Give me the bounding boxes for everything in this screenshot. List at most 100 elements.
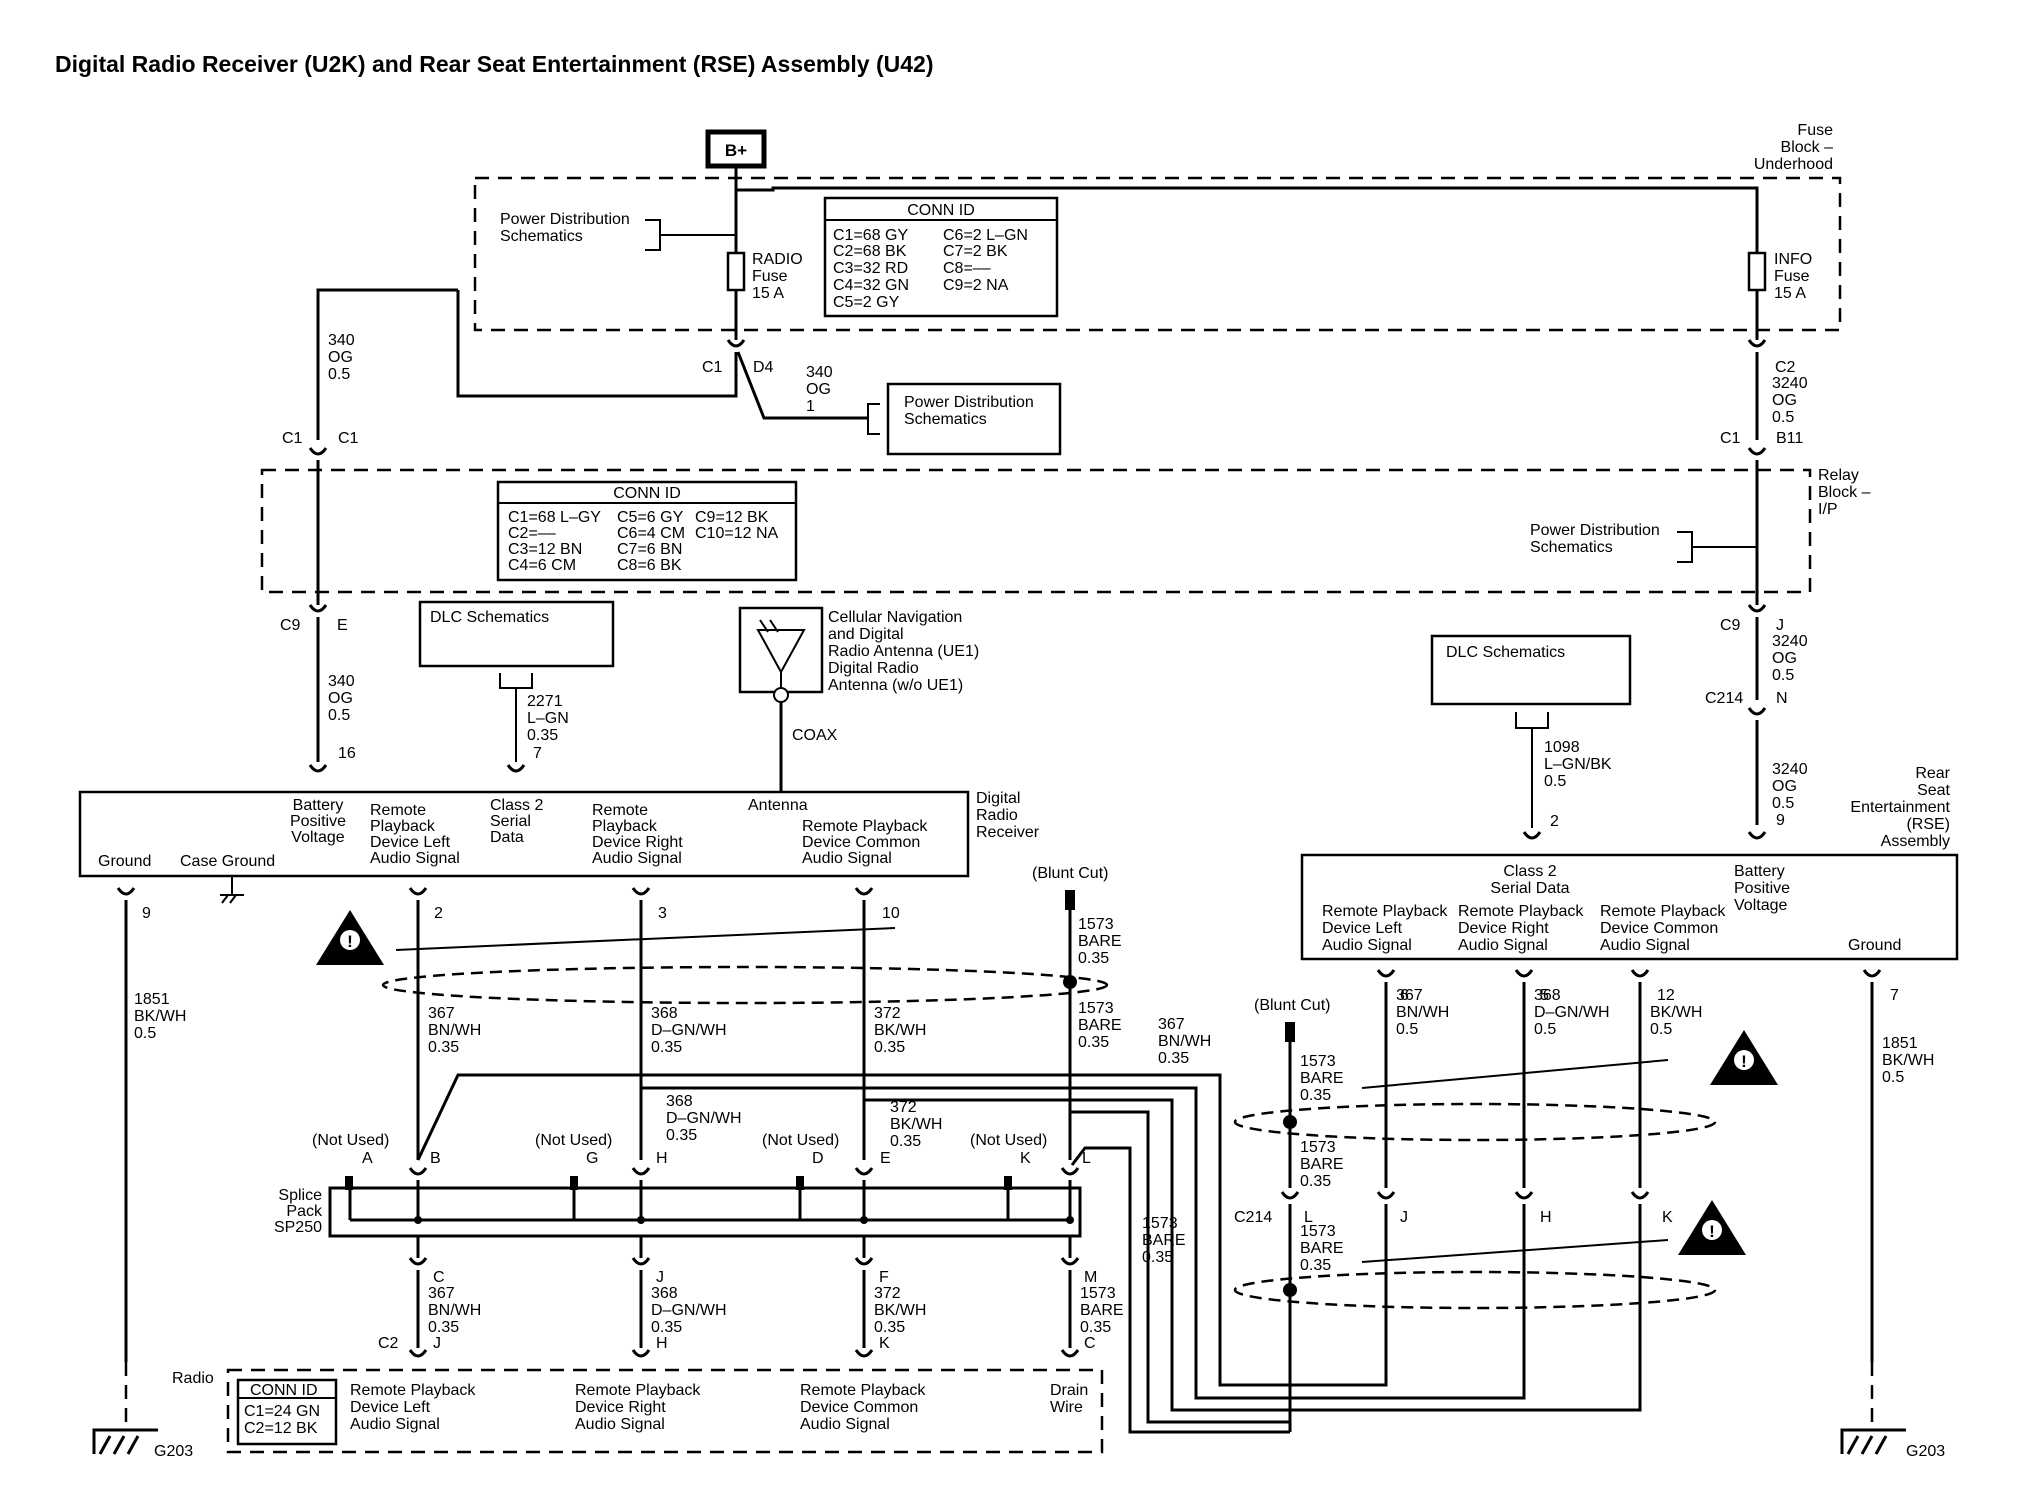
wire-372-cross-color: BK/WH (890, 1116, 942, 1133)
receiver-name-3: Receiver (976, 824, 1040, 841)
pd-mid-bracket (867, 403, 880, 435)
relay-conn-c1: C1=68 L–GY (508, 509, 601, 526)
wire-372rse-size: 0.5 (1650, 1021, 1672, 1038)
shield-leader-left (395, 927, 896, 951)
fuse-conn-id-c2: C2=68 BK (833, 243, 907, 260)
wire-1573rse-b-color: BARE (1300, 1156, 1344, 1173)
wire-368rse-size: 0.5 (1534, 1021, 1556, 1038)
wire-1573rse-a-color: BARE (1300, 1070, 1344, 1087)
ground-g203-left-icon (92, 1428, 158, 1455)
relay-conn-c7: C7=6 BN (617, 541, 682, 558)
rse-pin-2: 2 (1550, 813, 1559, 830)
receiver-rpdl-4: Audio Signal (370, 850, 460, 867)
receiver-rpdr-4: Audio Signal (592, 850, 682, 867)
c214-pin-h: H (1540, 1209, 1552, 1226)
wire-1851-left-size: 0.5 (134, 1025, 156, 1042)
info-fuse-1: INFO (1774, 251, 1812, 268)
conn-rse-pin-12 (1630, 969, 1650, 978)
label-c1-relay-left-b: C1 (338, 430, 359, 447)
dlc-right-label: DLC Schematics (1446, 644, 1565, 661)
rse-name-5: Assembly (1881, 833, 1950, 850)
wire-367-size: 0.35 (428, 1039, 459, 1056)
conn-c9-e (308, 604, 328, 613)
rse-battery-1: Battery (1734, 863, 1785, 880)
rse-pin-9: 9 (1776, 812, 1785, 829)
splice-pin-c: C (433, 1269, 445, 1286)
wire-372r-num: 372 (874, 1285, 901, 1302)
radio-conn-id-title: CONN ID (250, 1382, 318, 1399)
splice-name-1: Splice (278, 1187, 322, 1204)
radio-rpdr-3: Audio Signal (575, 1416, 665, 1433)
label-n: N (1776, 690, 1788, 707)
fuse-conn-id-c4: C4=32 GN (833, 277, 909, 294)
wire-1098-num: 1098 (1544, 739, 1580, 756)
wire-3240a-num: 3240 (1772, 375, 1808, 392)
radio-pin-h: H (656, 1335, 668, 1352)
splice-pin-b: B (430, 1150, 441, 1167)
wire-3240c-size: 0.5 (1772, 795, 1794, 812)
label-c9-right: C9 (1720, 617, 1741, 634)
wire-3240a-size: 0.5 (1772, 409, 1794, 426)
fuse-conn-id-c9: C9=2 NA (943, 277, 1009, 294)
warning-icon-right-bottom: ! (1678, 1200, 1746, 1255)
radio-rpdl-1: Remote Playback (350, 1382, 476, 1399)
wire-372r-size: 0.35 (874, 1319, 905, 1336)
receiver-rpdl-3: Device Left (370, 834, 451, 851)
wire-372-size: 0.35 (874, 1039, 905, 1056)
warning-icon-left: ! (316, 910, 384, 965)
digital-radio-receiver (78, 790, 970, 878)
warning-icon-right-top: ! (1710, 1030, 1778, 1085)
shield-ellipse-left (381, 965, 1109, 1005)
c214-conn-j (1376, 1191, 1396, 1200)
wire-1573b-color: BARE (1078, 1017, 1122, 1034)
wire-368r-num: 368 (651, 1285, 678, 1302)
conn-c214-n (1747, 707, 1767, 716)
c214-pin-k: K (1662, 1209, 1673, 1226)
dlc-right-bracket (1515, 712, 1549, 828)
rse-pin-5: 5 (1540, 987, 1549, 1004)
antenna-label-1: Cellular Navigation (828, 609, 962, 626)
fuse-conn-id-title: CONN ID (907, 202, 975, 219)
rse-assembly (1300, 853, 1959, 961)
wire-372-c214-down (1290, 1204, 1642, 1412)
receiver-rpdl-1: Remote (370, 802, 426, 819)
splice-pin-l: L (1082, 1150, 1091, 1167)
fuse-bus (771, 186, 1759, 253)
conn-rse-pin-7 (1862, 969, 1882, 978)
radio-rpdl-2: Device Left (350, 1399, 431, 1416)
wire-1573b-size: 0.35 (1078, 1034, 1109, 1051)
wire-1851-left-color: BK/WH (134, 1008, 186, 1025)
splice-name-2: Pack (286, 1203, 323, 1220)
radio-rpdl-3: Audio Signal (350, 1416, 440, 1433)
wire-1851-right-color: BK/WH (1882, 1052, 1934, 1069)
pd-fuse-bracket (645, 219, 736, 251)
shield-ellipse-right-bottom (1233, 1270, 1717, 1310)
splice-pin-m: M (1084, 1269, 1097, 1286)
antenna-icon (756, 619, 806, 700)
radio-pin-c: C (1084, 1335, 1096, 1352)
conn-rse-pin-6 (1376, 969, 1396, 978)
wire-367-color: BN/WH (428, 1022, 481, 1039)
radio-conn-c (1060, 1349, 1080, 1358)
wire-1573a-color: BARE (1078, 933, 1122, 950)
wire-1573-splice-out (1070, 1146, 1290, 1434)
relay-conn-c3: C3=12 BN (508, 541, 582, 558)
rse-rpdl-1: Remote Playback (1322, 903, 1448, 920)
svg-text:!: ! (1709, 1222, 1715, 1241)
wire-367r-color: BN/WH (428, 1302, 481, 1319)
rse-battery-2: Positive (1734, 880, 1790, 897)
radio-conn-j (408, 1349, 428, 1358)
splice-pin-g: G (586, 1150, 598, 1167)
fuse-conn-id-c1: C1=68 GY (833, 227, 908, 244)
relay-conn-c9: C9=12 BK (695, 509, 769, 526)
splice-pin-d: D (812, 1150, 824, 1167)
label-d4: D4 (753, 359, 774, 376)
wire-2271-color: L–GN (527, 710, 569, 727)
page-title: Digital Radio Receiver (U2K) and Rear Se… (55, 51, 934, 77)
wire-372rse-color: BK/WH (1650, 1004, 1702, 1021)
wire-372-cross (862, 1098, 1290, 1412)
receiver-ground: Ground (98, 853, 151, 870)
blunt-cut-right-label: (Blunt Cut) (1254, 997, 1330, 1014)
receiver-class2-2: Serial (490, 813, 531, 830)
